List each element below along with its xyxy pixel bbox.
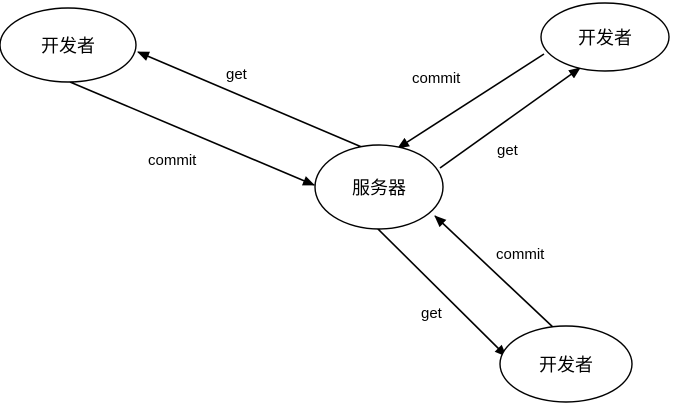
edge-label-commit-top-right: commit [412,70,461,87]
arrow-bottom-right-to-server [434,215,557,331]
arrow-top-right-to-server [397,53,545,149]
node-server: 服务器 [314,144,444,230]
edge-label-get-top-left: get [226,66,248,83]
edge-label-get-top-right: get [497,142,519,159]
node-label: 开发者 [539,355,593,376]
node-label: 开发者 [578,28,632,49]
arrow-top-left-to-server [69,81,315,186]
node-label: 开发者 [41,36,95,57]
node-label: 服务器 [352,178,406,199]
node-developer-bottom-right: 开发者 [499,325,633,403]
arrow-server-to-top-right [439,67,581,169]
arrow-server-to-top-left [137,51,365,149]
node-developer-top-left: 开发者 [0,7,137,83]
edge-label-commit-bottom-right: commit [496,246,545,263]
arrow-server-to-bottom-right [376,227,507,357]
edge-label-get-bottom-right: get [421,305,443,322]
node-developer-top-right: 开发者 [540,2,670,72]
edge-label-commit-top-left: commit [148,152,197,169]
